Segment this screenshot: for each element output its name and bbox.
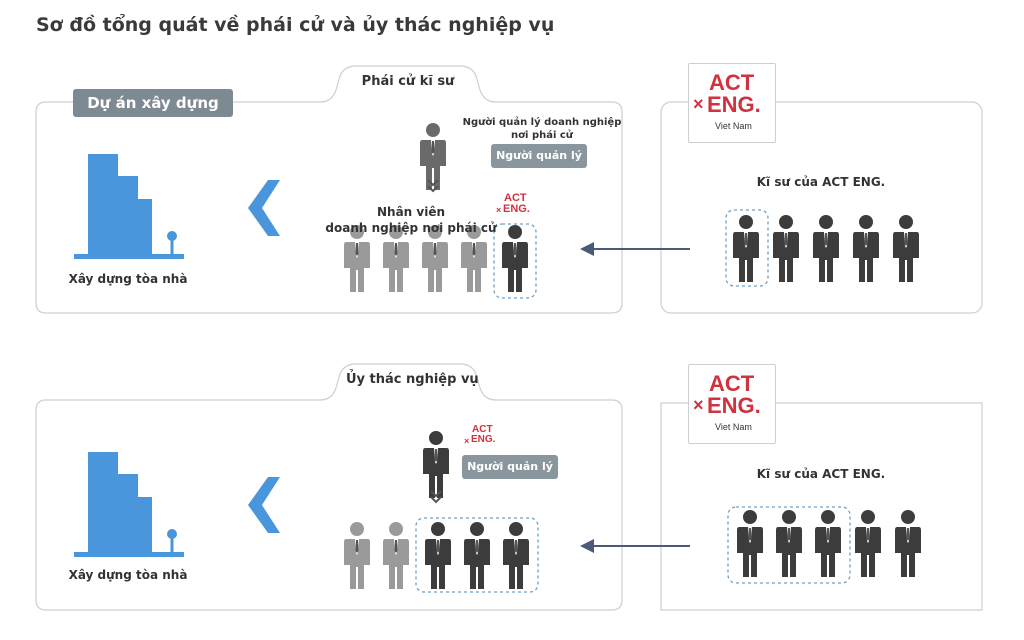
engineer-person-icon [895,510,921,577]
act-eng-logo-small: ACT × ENG. [464,424,496,446]
engineer-person-icon [813,215,839,282]
staff-person-icon [344,522,370,589]
tab-dispatch: Phái cử kĩ sư [361,74,455,89]
team-highlight [415,517,539,593]
engineer-person-icon [855,510,881,577]
building-caption-bottom: Xây dựng tòa nhà [68,568,188,582]
engineer-person-icon [503,522,529,589]
manager-badge-bottom: Người quản lý [462,455,558,479]
engineer-person-icon [853,215,879,282]
engineer-person-icon [737,510,763,577]
engineer-person-icon [425,522,451,589]
staff-person-icon [383,522,409,589]
bottom-right-panel [660,402,983,611]
act-eng-logo-small: ACT × ENG. [496,192,530,215]
manager-person-icon [420,123,446,190]
dispatched-highlight [493,223,537,299]
page-title: Sơ đồ tổng quát về phái cử và ủy thác ng… [36,14,555,36]
engineer-person-icon [815,510,841,577]
manager-person-icon [423,431,449,498]
engineers-label-top: Kĩ sư của ACT ENG. [756,175,886,189]
bottom-left-panel [35,363,623,611]
engineer-person-icon [893,215,919,282]
manager-badge-top: Người quản lý [491,144,587,168]
flow-arrow-bottom [580,539,690,553]
engineer-person-icon [464,522,490,589]
flow-arrow-top [580,242,690,256]
top-right-panel [660,101,983,314]
staff-caption: Nhân viên doanh nghiệp nơi phái cử [325,205,497,235]
dispatched-engineer-icon [502,225,528,292]
manager-caption: Người quản lý doanh nghiệp nơi phái cử [462,117,622,141]
engineer-person-icon [776,510,802,577]
top-left-panel [35,65,623,314]
engineer-highlight [725,209,769,287]
act-eng-logo: ACT × ENG. Viet Nam [688,364,776,444]
engineer-person-icon [773,215,799,282]
chevron-left-icon [248,180,280,236]
building-icon-bottom [74,452,184,557]
project-label: Dự án xây dựng [73,89,233,117]
chevron-down-icon [430,490,442,504]
act-eng-logo: ACT × ENG. Viet Nam [688,63,776,143]
chevron-left-icon [248,477,280,533]
tab-outsourcing: Ủy thác nghiệp vụ [346,372,479,387]
engineers-label-bottom: Kĩ sư của ACT ENG. [756,467,886,481]
building-icon-top [74,154,184,259]
engineer-person-icon [733,215,759,282]
chevron-down-icon [427,179,439,193]
building-caption-top: Xây dựng tòa nhà [68,272,188,286]
